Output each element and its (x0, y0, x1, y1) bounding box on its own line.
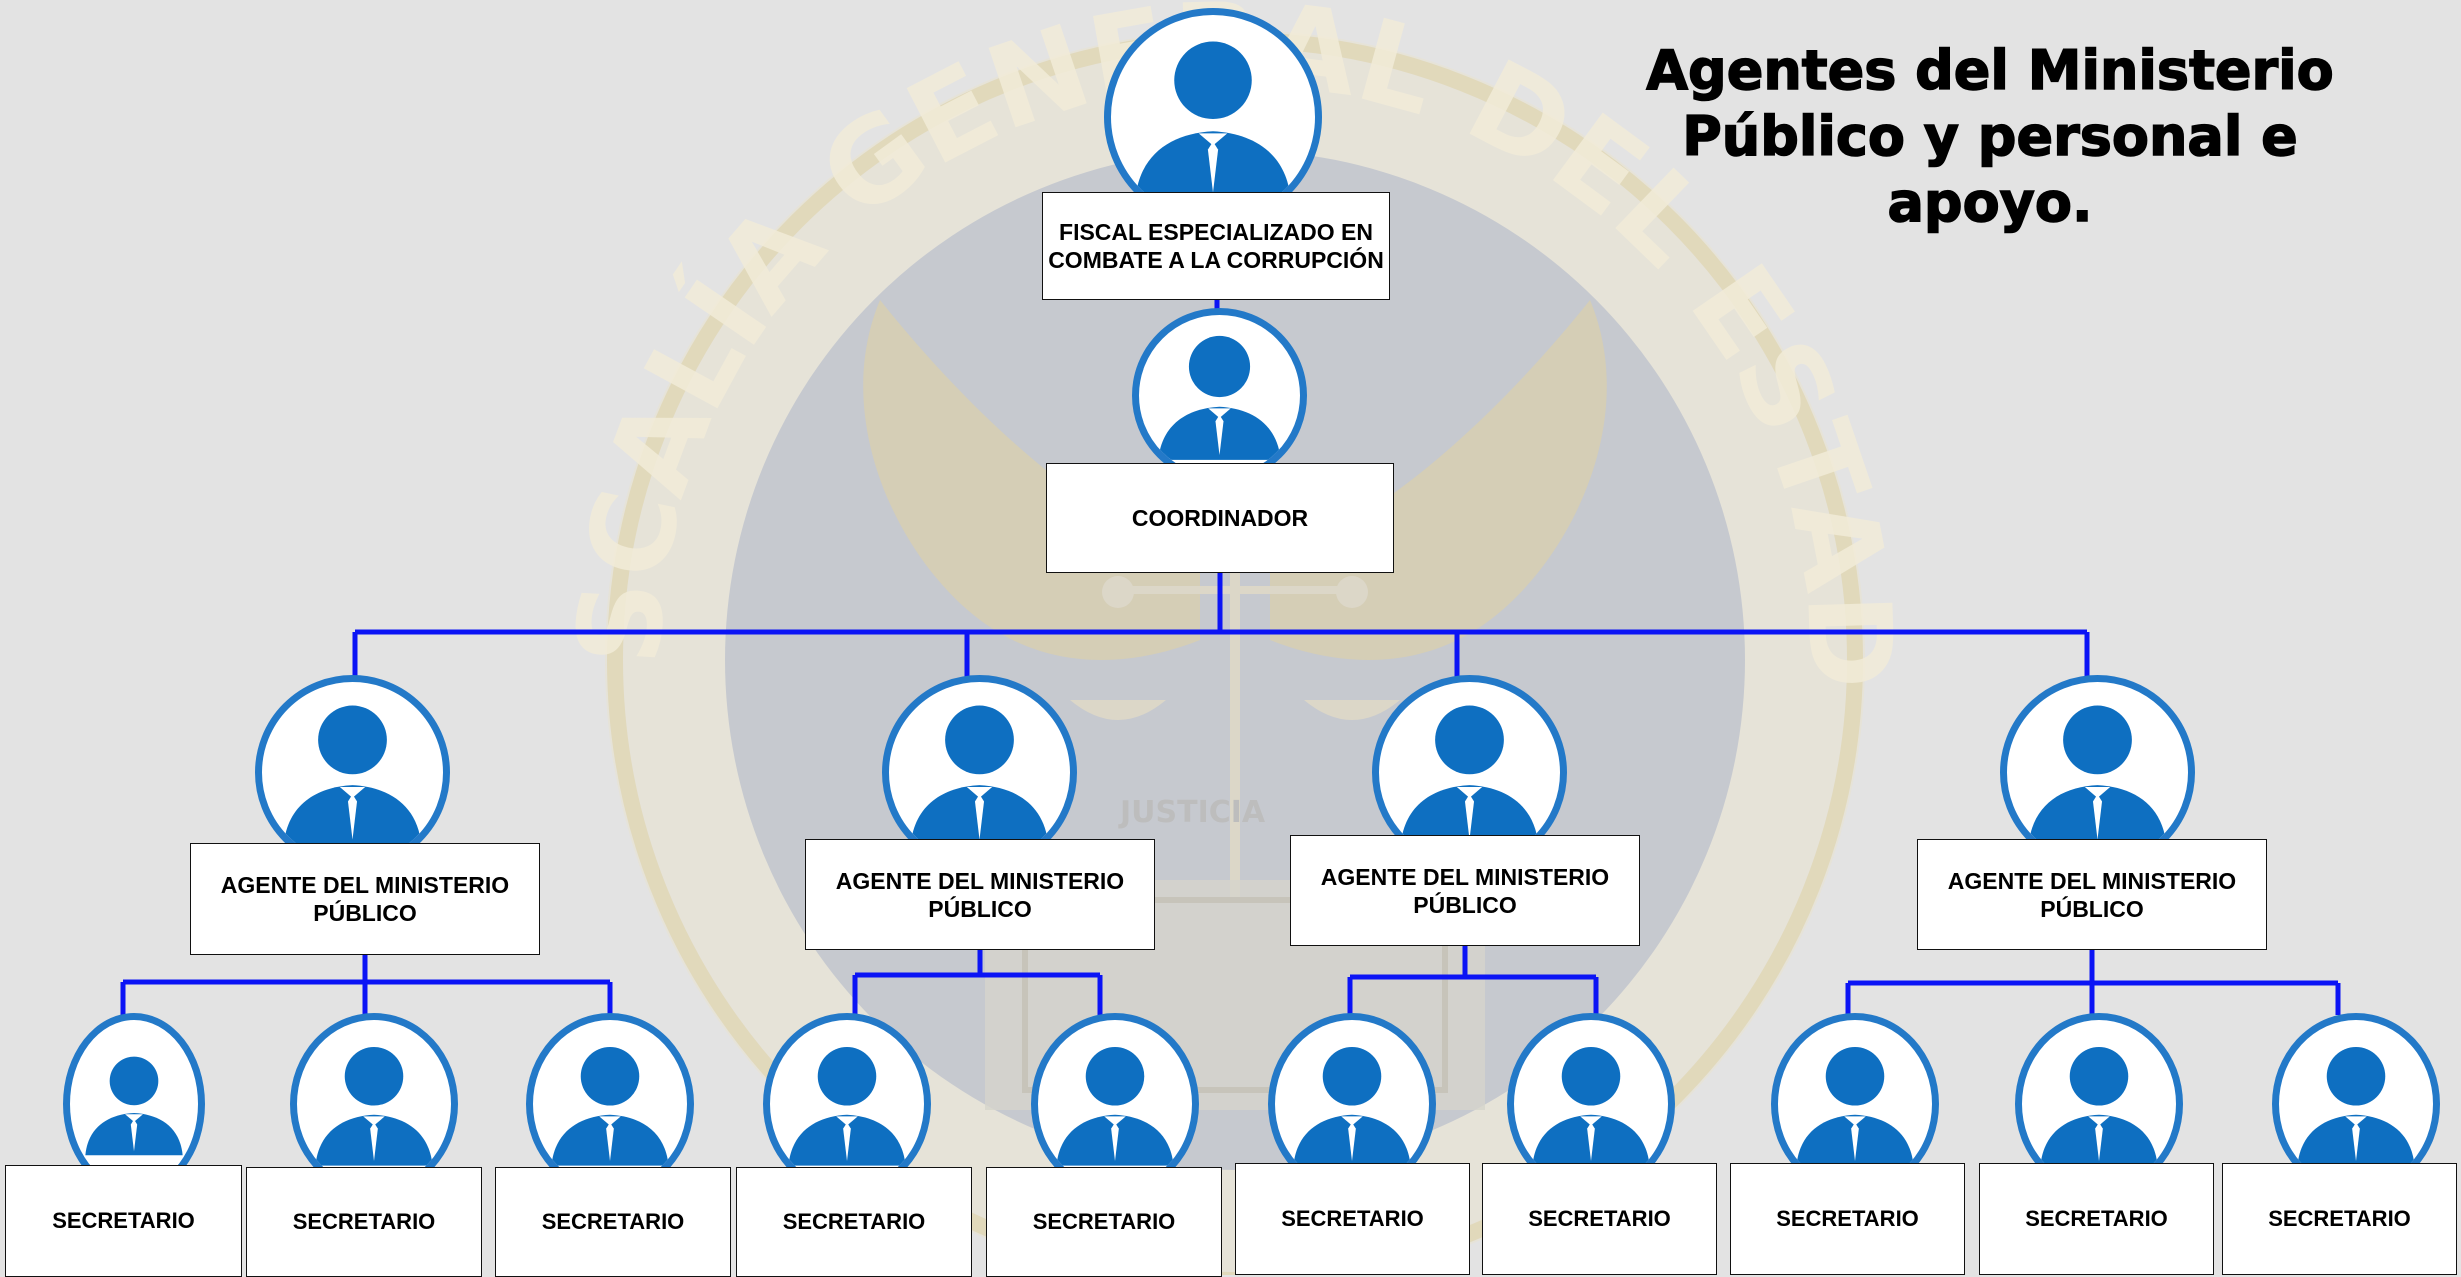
person-silhouette-icon (526, 1013, 694, 1195)
page-title: Agentes del Ministerio Público y persona… (1646, 38, 2335, 235)
person-silhouette-icon (2000, 675, 2195, 870)
secretary-box-2: SECRETARIO (246, 1167, 482, 1277)
agent-box-3: AGENTE DEL MINISTERIO PÚBLICO (1290, 835, 1640, 946)
secretary-box-6: SECRETARIO (1235, 1163, 1470, 1275)
secretary-box-10: SECRETARIO (2222, 1163, 2457, 1275)
person-silhouette-icon (882, 675, 1077, 870)
seal-inner-label: JUSTICIA (1118, 795, 1266, 830)
person-silhouette-icon (1132, 308, 1307, 483)
fiscal-box: FISCAL ESPECIALIZADO EN COMBATE A LA COR… (1042, 192, 1390, 300)
coordinador-box: COORDINADOR (1046, 463, 1394, 573)
secretary-box-9: SECRETARIO (1979, 1163, 2214, 1275)
person-silhouette-icon (1031, 1013, 1199, 1195)
agent-box-1: AGENTE DEL MINISTERIO PÚBLICO (190, 843, 540, 955)
secretary-box-5: SECRETARIO (986, 1167, 1222, 1277)
secretary-box-3: SECRETARIO (495, 1167, 731, 1277)
secretary-box-7: SECRETARIO (1482, 1163, 1717, 1275)
secretary-box-4: SECRETARIO (736, 1167, 972, 1277)
person-silhouette-icon (255, 675, 450, 870)
agent-box-4: AGENTE DEL MINISTERIO PÚBLICO (1917, 839, 2267, 950)
secretary-box-8: SECRETARIO (1730, 1163, 1965, 1275)
secretary-box-1: SECRETARIO (5, 1165, 242, 1277)
agent-box-2: AGENTE DEL MINISTERIO PÚBLICO (805, 839, 1155, 950)
person-silhouette-icon (1104, 8, 1322, 226)
